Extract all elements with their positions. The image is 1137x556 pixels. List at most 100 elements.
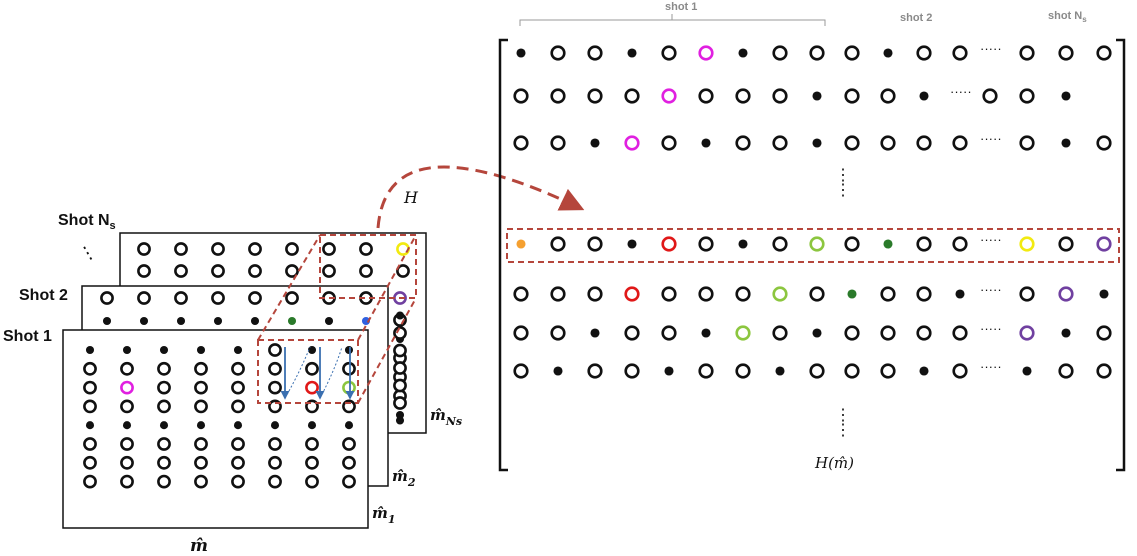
purple-sample-circle	[1096, 236, 1112, 252]
blue-sample-dot	[361, 316, 371, 326]
filled-sample-dot	[955, 289, 965, 299]
filled-sample-dot	[395, 416, 405, 425]
matrix-header-shot-ns: shot Ns	[1048, 10, 1087, 24]
hankel-matrix: ···································	[513, 41, 1112, 379]
empty-sample-circle	[268, 361, 282, 376]
empty-sample-circle	[550, 325, 566, 341]
filled-sample-dot	[324, 316, 334, 326]
empty-sample-circle	[305, 455, 319, 470]
light-green-sample-circle	[809, 236, 825, 252]
red-sample-circle	[624, 286, 640, 302]
empty-sample-circle	[83, 399, 97, 414]
empty-sample-circle	[698, 363, 714, 379]
empty-sample-circle	[211, 291, 225, 305]
empty-sample-circle	[772, 135, 788, 151]
empty-sample-circle	[157, 380, 171, 395]
filled-sample-dot	[701, 328, 711, 338]
m-hat-1-label: m̂1	[372, 504, 396, 526]
empty-sample-circle	[83, 437, 97, 451]
empty-sample-circle	[513, 88, 529, 104]
empty-sample-circle	[661, 45, 677, 61]
filled-sample-dot	[738, 48, 748, 58]
filled-sample-dot	[701, 138, 711, 148]
empty-sample-circle	[587, 286, 603, 302]
filled-sample-dot	[159, 345, 169, 355]
filled-sample-dot	[196, 421, 206, 430]
empty-sample-circle	[844, 45, 860, 61]
empty-sample-circle	[550, 286, 566, 302]
empty-sample-circle	[157, 474, 171, 489]
filled-sample-dot	[307, 345, 317, 355]
empty-sample-circle	[120, 399, 134, 414]
empty-sample-circle	[952, 45, 968, 61]
filled-sample-dot	[812, 328, 822, 338]
empty-sample-circle	[1019, 135, 1035, 151]
empty-sample-circle	[359, 242, 373, 256]
empty-sample-circle	[1096, 363, 1112, 379]
empty-sample-circle	[120, 474, 134, 489]
filled-sample-dot	[196, 345, 206, 355]
empty-sample-circle	[120, 361, 134, 376]
matrix-left-bracket	[498, 38, 508, 472]
empty-sample-circle	[322, 242, 336, 256]
h-of-m-hat-label: H(m̂)	[814, 454, 854, 472]
empty-sample-circle	[194, 455, 208, 470]
empty-sample-circle	[772, 45, 788, 61]
filled-sample-dot	[344, 345, 354, 355]
empty-sample-circle	[174, 291, 188, 305]
red-sample-circle	[305, 380, 319, 395]
light-green-sample-circle	[772, 286, 788, 302]
empty-sample-circle	[1096, 45, 1112, 61]
purple-sample-circle	[1019, 325, 1035, 341]
column-ellipsis: ·····	[950, 84, 972, 99]
m-hat-ns-label: m̂Ns	[430, 406, 462, 428]
patch-box-shot-1	[257, 339, 359, 404]
yellow-sample-circle	[1019, 236, 1035, 252]
empty-sample-circle	[809, 286, 825, 302]
empty-sample-circle	[624, 325, 640, 341]
shot-ns-label: Shot Ns	[58, 212, 116, 232]
filled-sample-dot	[250, 316, 260, 326]
filled-sample-dot	[590, 328, 600, 338]
empty-sample-circle	[211, 242, 225, 256]
filled-sample-dot	[553, 366, 563, 376]
empty-sample-circle	[83, 380, 97, 395]
magenta-sample-circle	[120, 380, 134, 395]
filled-sample-dot	[344, 421, 354, 430]
filled-sample-dot	[1022, 366, 1032, 376]
shot-1-brace	[519, 14, 826, 26]
column-ellipsis: ·····	[980, 321, 1002, 336]
empty-sample-circle	[735, 88, 751, 104]
matrix-header-shot-2: shot 2	[900, 12, 932, 24]
empty-sample-circle	[513, 135, 529, 151]
empty-sample-circle	[880, 286, 896, 302]
empty-sample-circle	[157, 361, 171, 376]
scan-return-line	[319, 346, 343, 399]
empty-sample-circle	[1058, 45, 1074, 61]
empty-sample-circle	[396, 264, 410, 278]
dark-green-sample-dot	[883, 239, 893, 249]
empty-sample-circle	[268, 474, 282, 489]
matrix-vertical-ellipsis: ⋮	[835, 182, 851, 199]
filled-sample-dot	[1099, 289, 1109, 299]
empty-sample-circle	[844, 88, 860, 104]
empty-sample-circle	[231, 380, 245, 395]
filled-sample-dot	[102, 316, 112, 326]
empty-sample-circle	[231, 437, 245, 451]
filled-sample-dot	[516, 48, 526, 58]
empty-sample-circle	[393, 326, 407, 340]
empty-sample-circle	[916, 286, 932, 302]
shot-1-panel	[62, 329, 369, 529]
empty-sample-circle	[305, 474, 319, 489]
empty-sample-circle	[194, 380, 208, 395]
empty-sample-circle	[772, 88, 788, 104]
empty-sample-circle	[661, 325, 677, 341]
empty-sample-circle	[1058, 236, 1074, 252]
matrix-vertical-ellipsis: ⋮	[835, 422, 851, 439]
filled-sample-dot	[664, 366, 674, 376]
filled-sample-dot	[270, 421, 280, 430]
empty-sample-circle	[952, 135, 968, 151]
operator-arrow	[376, 165, 585, 229]
empty-sample-circle	[735, 135, 751, 151]
